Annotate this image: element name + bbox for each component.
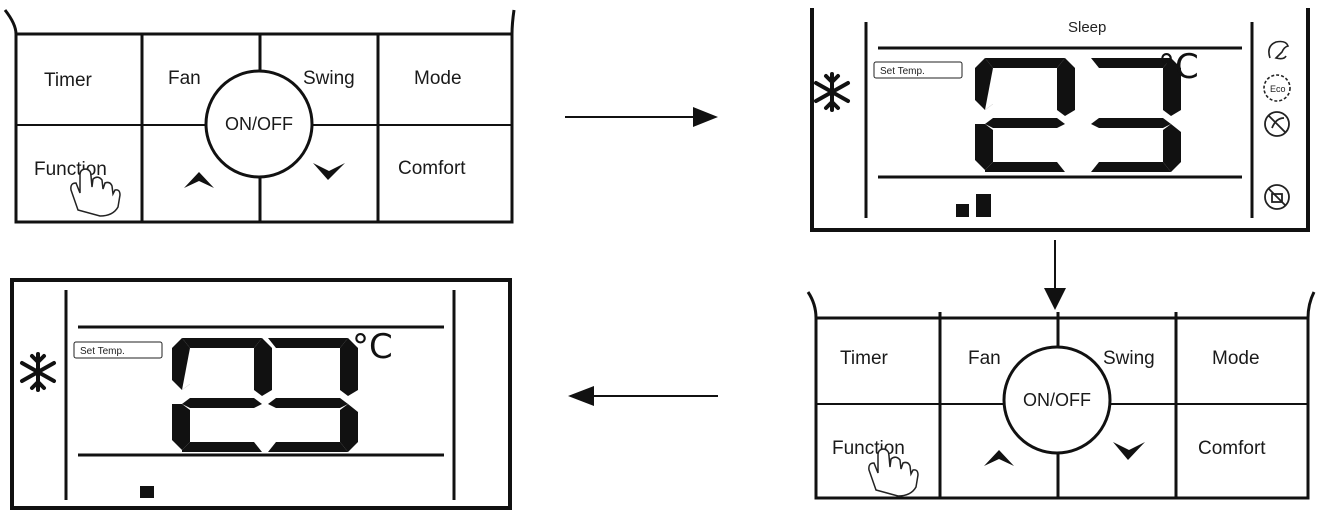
- fan-label: Fan: [968, 348, 1001, 369]
- eco-icon: Eco: [1263, 74, 1291, 102]
- onoff-label: ON/OFF: [225, 114, 293, 134]
- timer-label: Timer: [840, 348, 889, 369]
- onoff-label: ON/OFF: [1023, 390, 1091, 410]
- set-temp-label-box: Set Temp.: [73, 341, 163, 359]
- set-temp-label-box: Set Temp.: [873, 61, 963, 79]
- down-arrow-icon[interactable]: [313, 163, 345, 180]
- swing-button[interactable]: Swing: [303, 68, 355, 89]
- fan-label: Fan: [168, 68, 201, 89]
- snowflake-icon: [20, 352, 56, 392]
- up-arrow-icon[interactable]: [984, 450, 1014, 466]
- fan-button[interactable]: Fan: [168, 68, 201, 89]
- timer-label: Timer: [44, 70, 93, 91]
- sleep-label: Sleep: [1068, 19, 1106, 36]
- function-label: Function: [832, 438, 905, 459]
- timer-button[interactable]: Timer: [840, 348, 889, 369]
- mode-button[interactable]: Mode: [1212, 348, 1260, 369]
- mode-label: Mode: [414, 68, 462, 89]
- keypad-panel-top: Timer Fan Swing Mode Function Comfort ON…: [0, 0, 520, 230]
- sleep-mode-icon: [1268, 40, 1290, 60]
- down-arrow-icon[interactable]: [1113, 442, 1145, 460]
- temperature-digits: 23: [975, 58, 1181, 172]
- mode-label: Mode: [1212, 348, 1260, 369]
- display-full-panel: Sleep Set Temp. 23: [800, 0, 1318, 240]
- no-swing-icon: [1264, 111, 1290, 137]
- celsius-unit: °C: [1158, 47, 1199, 87]
- onoff-button[interactable]: ON/OFF: [225, 114, 293, 134]
- snowflake-icon: [814, 72, 850, 112]
- onoff-button[interactable]: ON/OFF: [1023, 390, 1091, 410]
- fan-speed-bars: [140, 486, 154, 498]
- keypad-panel-bottom: Timer Fan Swing Mode Function Comfort ON…: [800, 284, 1318, 514]
- swing-button[interactable]: Swing: [1103, 348, 1155, 369]
- set-temp-label: Set Temp.: [880, 66, 925, 77]
- swing-label: Swing: [1103, 348, 1155, 369]
- hand-pointer-icon: [868, 448, 919, 497]
- comfort-button[interactable]: Comfort: [398, 158, 466, 179]
- comfort-label: Comfort: [1198, 438, 1266, 459]
- fan-speed-bars: [956, 194, 991, 217]
- hand-pointer-icon: [70, 168, 121, 217]
- swing-label: Swing: [303, 68, 355, 89]
- comfort-button[interactable]: Comfort: [1198, 438, 1266, 459]
- celsius-unit: °C: [352, 327, 393, 367]
- mode-button[interactable]: Mode: [414, 68, 462, 89]
- comfort-label: Comfort: [398, 158, 466, 179]
- timer-button[interactable]: Timer: [44, 70, 93, 91]
- child-lock-icon: [1264, 184, 1290, 210]
- eco-label: Eco: [1270, 84, 1286, 94]
- display-simple-panel: Set Temp. 23: [0, 272, 520, 514]
- temperature-digits: 23: [172, 338, 358, 452]
- up-arrow-icon[interactable]: [184, 172, 214, 188]
- set-temp-label: Set Temp.: [80, 346, 125, 357]
- function-button[interactable]: Function: [832, 438, 905, 459]
- fan-button[interactable]: Fan: [968, 348, 1001, 369]
